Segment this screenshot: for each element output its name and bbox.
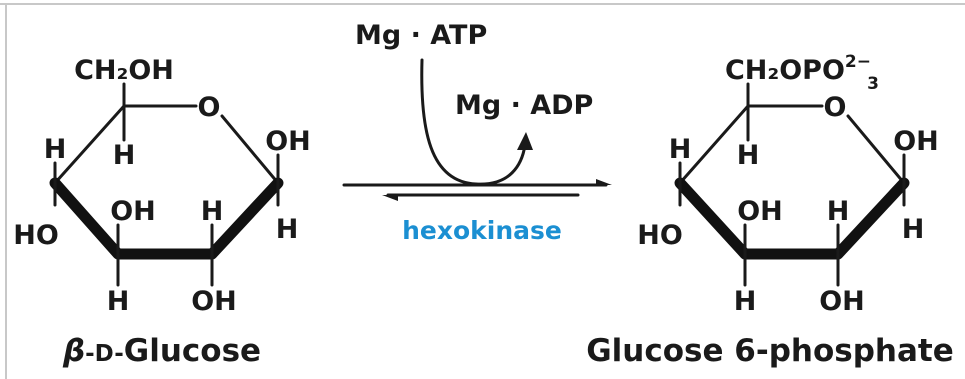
c1-h-label: H <box>276 214 299 245</box>
atp-to-adp-curve <box>420 58 527 186</box>
mg-atp-label: Mg · ATP <box>355 20 487 51</box>
p-ring-oxygen-label: O <box>824 92 847 123</box>
c5-c4-bond <box>53 104 126 185</box>
p-c2-oh-label: OH <box>819 286 865 317</box>
o-c1-bond <box>220 114 280 185</box>
p-c1-h-label: H <box>902 214 925 245</box>
p-c5-c4-bond <box>678 104 750 185</box>
p-c4-ho-label: HO <box>637 220 683 251</box>
ch2opo3-main: CH₂OPO <box>725 55 845 86</box>
reverse-arrowhead <box>382 195 398 201</box>
c3-h-label: H <box>107 286 130 317</box>
reactant-name-prefix: β <box>62 333 85 369</box>
c4-ho-label: HO <box>13 220 59 251</box>
forward-arrowhead <box>596 179 612 185</box>
ring-oxygen-label: O <box>198 92 221 123</box>
reaction-arrows: Mg · ATP Mg · ADP hexokinase <box>342 20 612 245</box>
c1-oh-label: OH <box>265 126 311 157</box>
p-o-c1-bond <box>846 114 906 185</box>
beta-d-glucose-structure: CH₂OH O H H OH OH H HO H H OH β-D-Glucos… <box>13 55 311 369</box>
ring-front-edge <box>49 177 284 260</box>
p-c1-oh-label: OH <box>893 126 939 157</box>
ch2opo3-label: CH₂OPO2− <box>725 52 871 86</box>
p-c4-h-label: H <box>669 134 692 165</box>
p-ring-front-edge <box>674 177 910 260</box>
reactant-name-d: -D- <box>85 341 124 367</box>
adp-arrowhead <box>517 132 533 150</box>
enzyme-label: hexokinase <box>402 216 562 245</box>
ch2opo3-charge: 2− <box>845 52 871 72</box>
product-name: Glucose 6-phosphate <box>586 333 954 369</box>
c2-oh-label: OH <box>191 286 237 317</box>
p-c2-h-label: H <box>827 196 850 227</box>
p-c3-oh-label: OH <box>737 196 783 227</box>
c2-h-label: H <box>201 196 224 227</box>
p-c3-h-label: H <box>734 286 757 317</box>
ch2opo3-subscript: 3 <box>867 74 879 94</box>
p-c5-h-label: H <box>737 140 760 171</box>
c4-h-label: H <box>44 134 67 165</box>
mg-adp-label: Mg · ADP <box>455 90 593 121</box>
reactant-name: β-D-Glucose <box>62 333 261 369</box>
c3-oh-label: OH <box>110 196 156 227</box>
reactant-name-main: Glucose <box>124 333 261 369</box>
ch2oh-label: CH₂OH <box>74 55 174 86</box>
c5-h-label: H <box>113 140 136 171</box>
glucose-6-phosphate-structure: CH₂OPO2− 3 O H H OH OH H HO H H OH Gluco… <box>586 52 954 369</box>
